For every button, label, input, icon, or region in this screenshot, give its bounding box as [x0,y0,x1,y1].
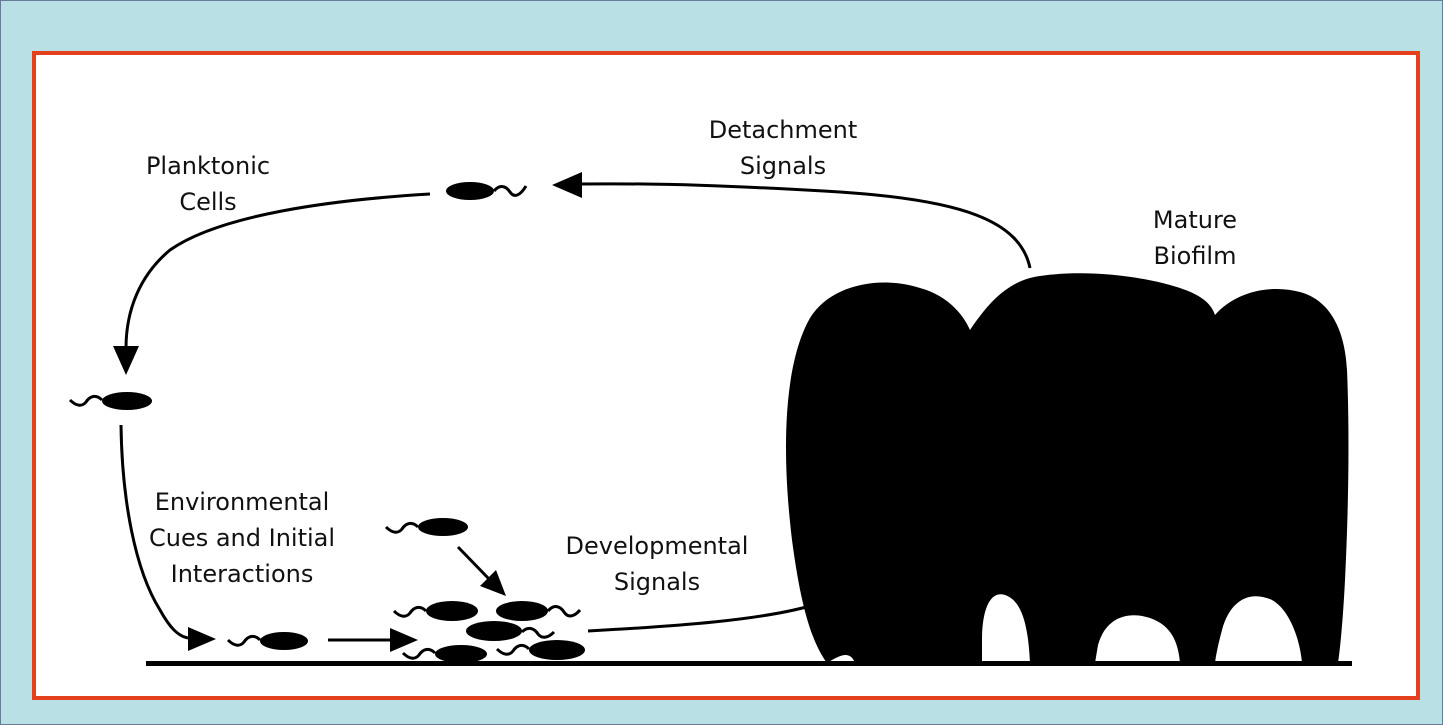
attachment-arrowhead [188,627,216,651]
planktonic-cell-left [68,392,152,410]
planktonic-arc [124,192,431,349]
developmental-line [587,604,811,633]
mature-biofilm-shape [786,273,1349,663]
label-planktonic-cells: Planktonic Cells [145,152,271,216]
cluster-arrowhead [390,628,418,652]
label-developmental-signals: Developmental Signals [565,532,749,596]
label-mature-biofilm: Mature Biofilm [1152,206,1238,270]
detachment-arc [579,182,1032,269]
label-environmental-cues: Environmental Cues and Initial Interacti… [148,488,336,588]
detachment-arrowhead [552,172,582,198]
attachment-arc [119,424,189,640]
planktonic-arrowhead [113,346,139,375]
label-detachment-signals: Detachment Signals [708,116,858,180]
incoming-cell [384,518,468,536]
surface-line [146,661,1352,666]
incoming-arrow-line [456,545,492,582]
planktonic-cell-top [446,182,528,200]
microcolony [392,601,585,663]
attaching-cell [226,632,308,650]
incoming-arrowhead [480,570,506,596]
